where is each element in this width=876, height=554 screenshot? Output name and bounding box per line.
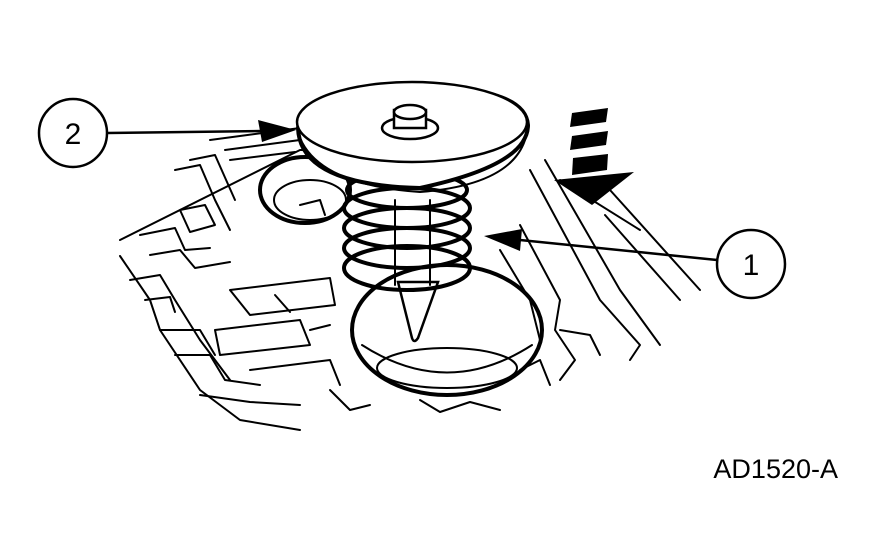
callout-2: 2: [37, 97, 296, 169]
plunger-tip: [396, 280, 440, 343]
callout-1: 1: [484, 228, 787, 300]
left-bore: [258, 155, 352, 225]
callout-1-label: 1: [743, 249, 760, 282]
callout-2-label: 2: [65, 118, 82, 151]
reference-code: AD1520-A: [713, 454, 838, 484]
cover-plate: [295, 80, 531, 193]
install-direction-arrow-icon: [554, 108, 634, 205]
valve-body-casting: [119, 127, 701, 431]
left-bore-inner: [273, 179, 347, 221]
center-bore: [350, 263, 544, 397]
